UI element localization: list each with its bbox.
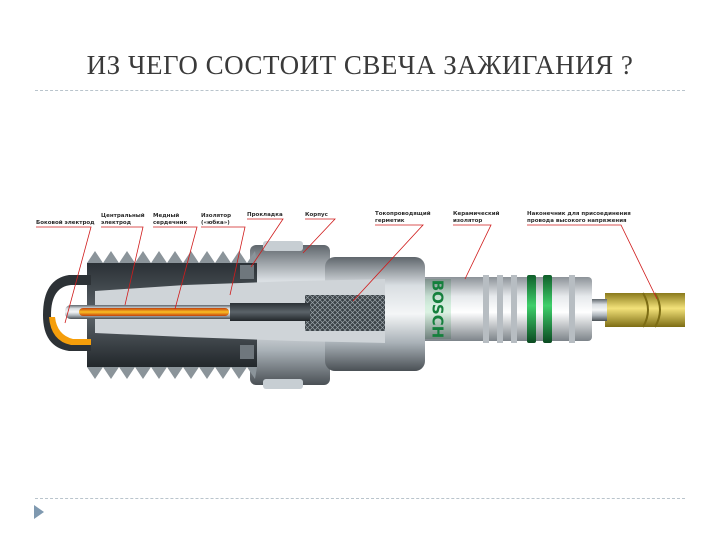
footer-divider bbox=[35, 498, 685, 499]
label-seal-line2: герметик bbox=[375, 218, 405, 224]
title-divider bbox=[35, 90, 685, 91]
label-side-electrode: Боковой электрод bbox=[36, 219, 95, 226]
label-ceramic-insulator-line1: Керамический bbox=[453, 210, 500, 217]
leader-lines bbox=[36, 218, 658, 324]
label-center-electrode-line1: Центральный bbox=[101, 212, 145, 219]
label-insulator-foot-line1: Изолятор bbox=[201, 213, 231, 219]
slide-title: ИЗ ЧЕГО СОСТОИТ СВЕЧА ЗАЖИГАНИЯ ? bbox=[86, 50, 634, 80]
brand-band: BOSCH bbox=[423, 279, 451, 339]
callouts: Боковой электрод Центральный электрод Ме… bbox=[36, 210, 631, 226]
label-terminal-line2: провода высокого напряжения bbox=[527, 218, 627, 224]
label-copper-core-line2: сердечник bbox=[153, 220, 188, 226]
label-gasket: Прокладка bbox=[247, 212, 283, 218]
label-insulator-foot-line2: («юбка») bbox=[201, 219, 230, 226]
label-copper-core-line1: Медный bbox=[153, 212, 179, 219]
label-shell: Корпус bbox=[305, 212, 328, 218]
side-electrode bbox=[43, 275, 91, 351]
spark-plug-diagram: BOSCH bbox=[35, 205, 685, 415]
center-electrode bbox=[65, 303, 310, 321]
green-ring-stripes bbox=[527, 275, 552, 343]
conductive-seal bbox=[305, 295, 385, 331]
label-ceramic-insulator-line2: изолятор bbox=[453, 218, 482, 224]
label-terminal-line1: Наконечник для присоединения bbox=[527, 211, 631, 217]
slide-bullet-icon bbox=[34, 505, 44, 519]
gasket-ring bbox=[240, 265, 254, 359]
label-center-electrode-line2: электрод bbox=[101, 220, 132, 226]
terminal-nut bbox=[589, 292, 685, 328]
brand-text: BOSCH bbox=[429, 280, 447, 339]
label-seal-line1: Токопроводящий bbox=[375, 210, 431, 217]
